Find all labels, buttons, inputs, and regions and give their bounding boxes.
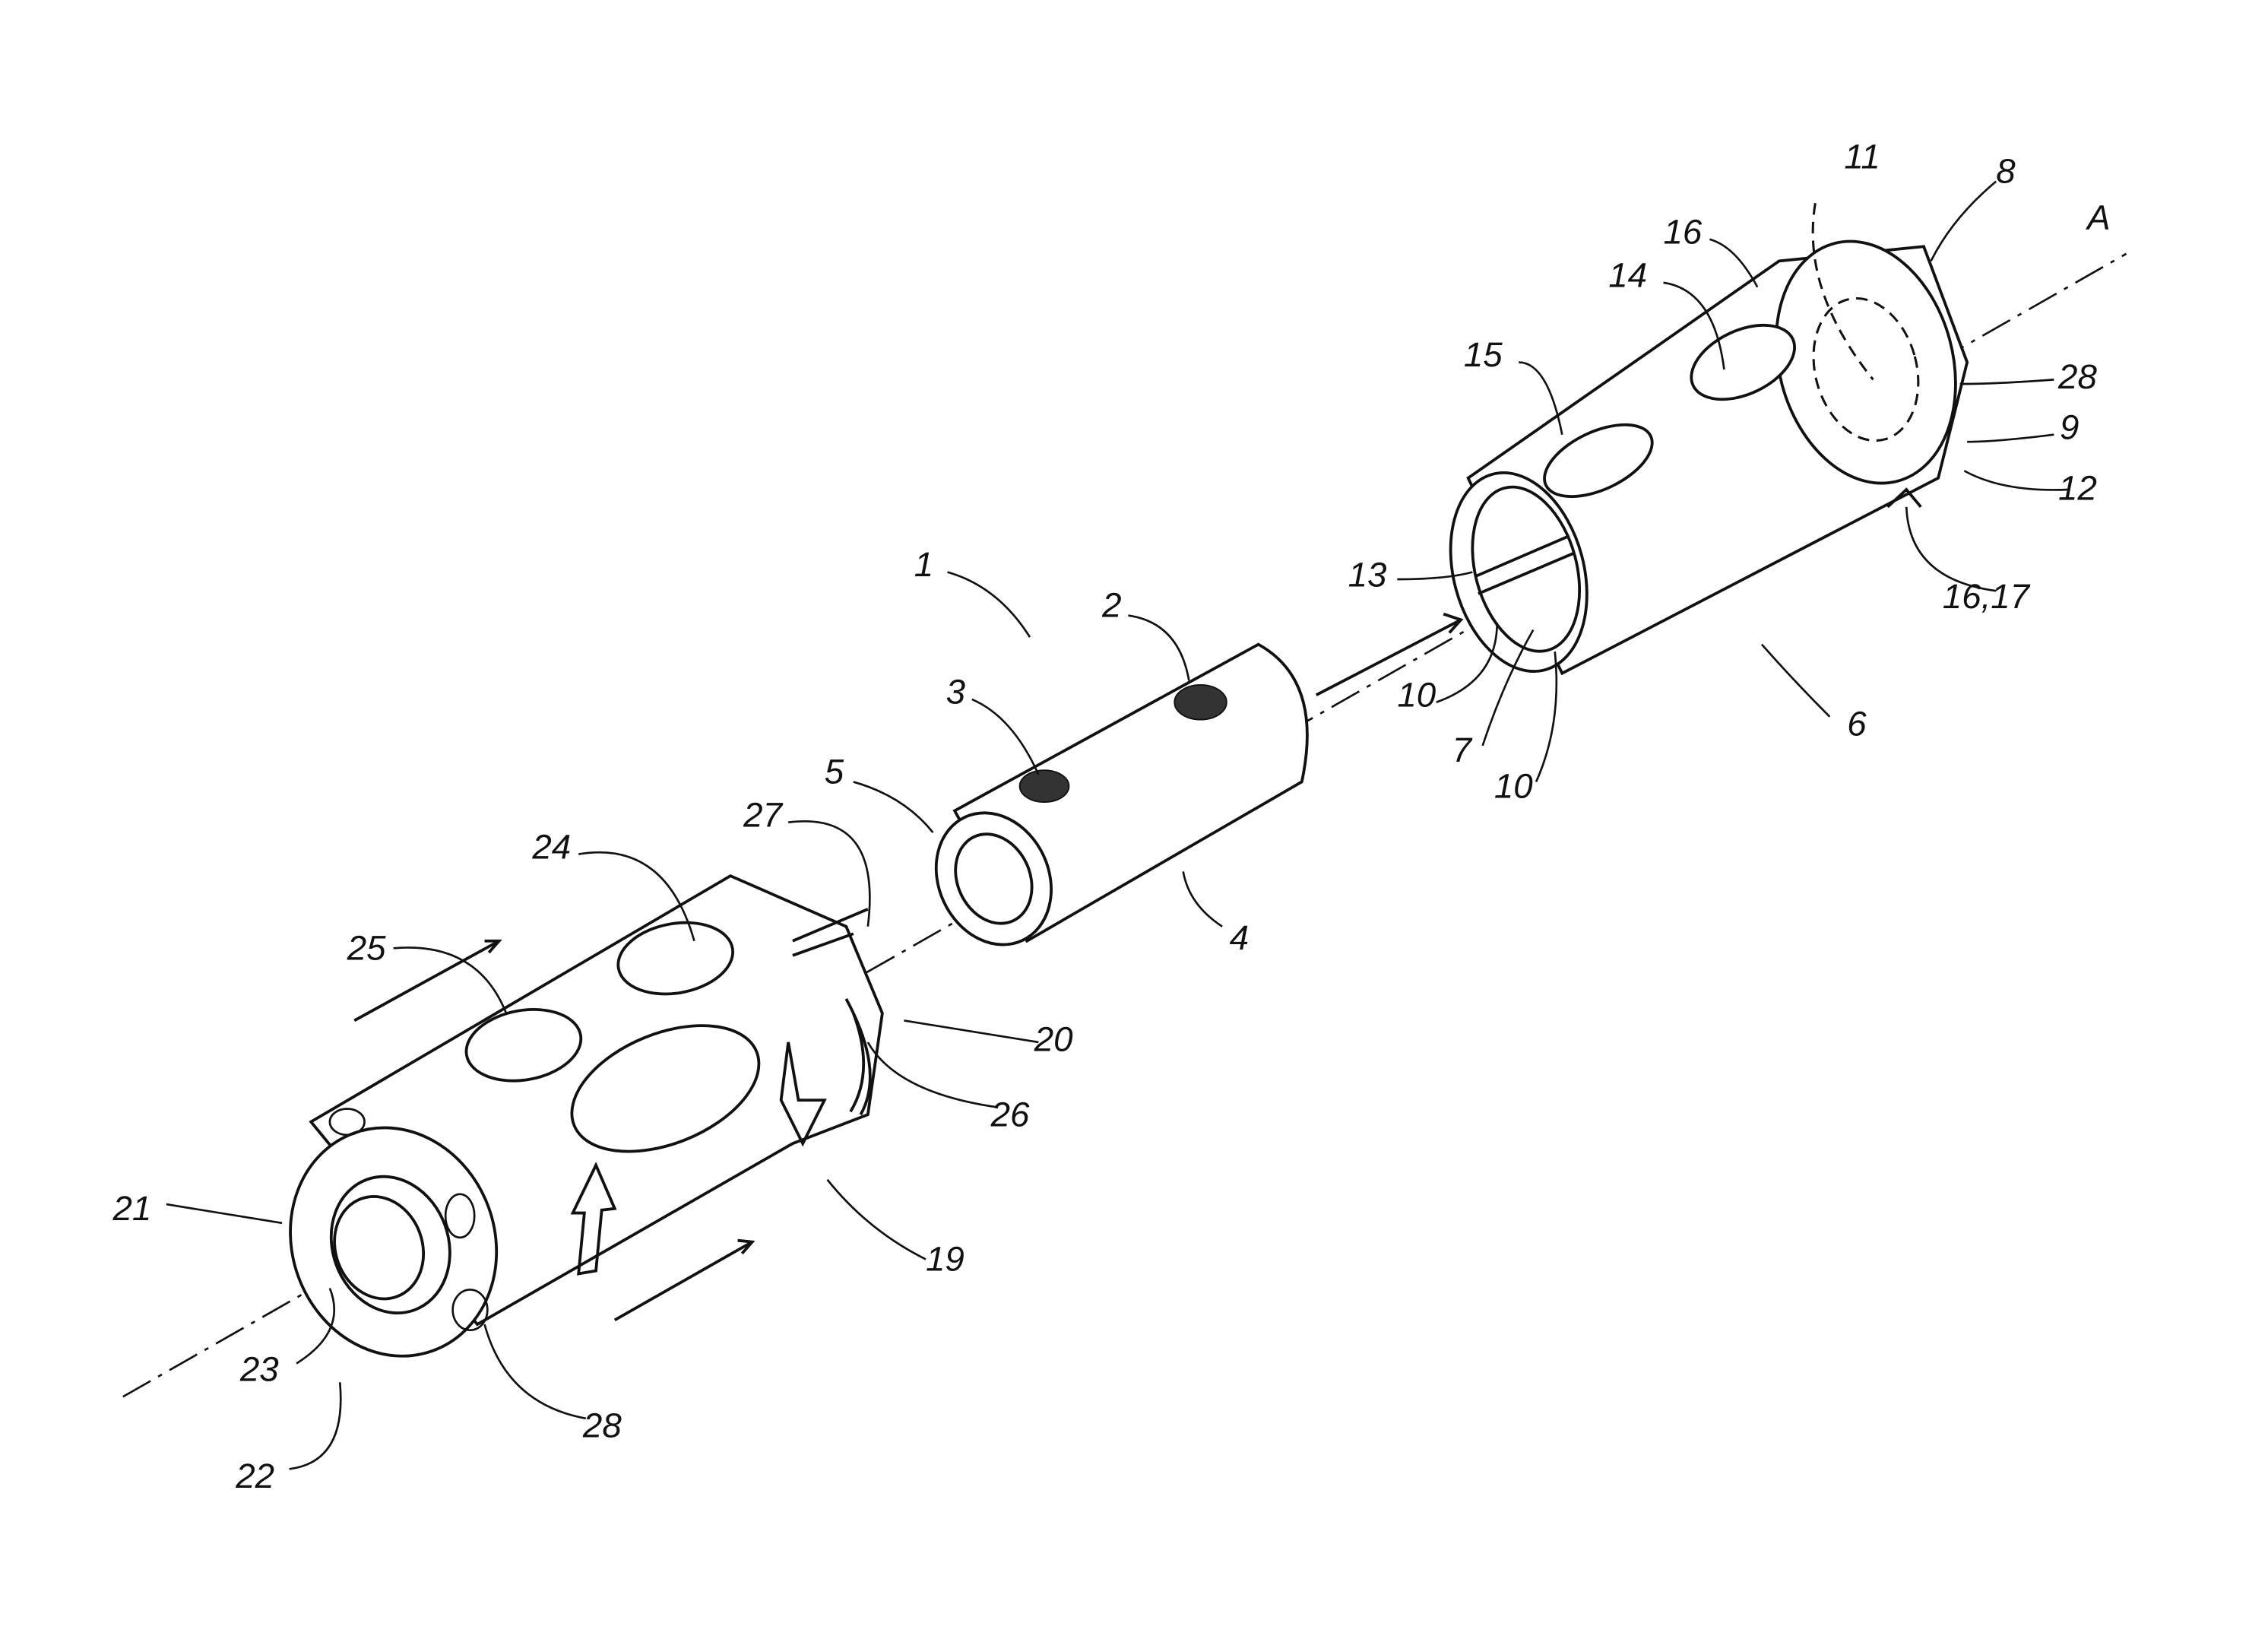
numeral: 23 [239, 1349, 279, 1388]
numeral: 4 [1230, 918, 1249, 957]
numeral: 9 [2060, 407, 2079, 446]
reference-numerals: 1 2 3 4 5 6 7 8 9 10 10 11 12 13 14 15 1… [112, 138, 2097, 1496]
numeral: 19 [926, 1240, 965, 1279]
numeral: 24 [531, 827, 571, 866]
numeral: 14 [1608, 256, 1647, 295]
numeral: 3 [946, 673, 965, 712]
numeral: 15 [1464, 335, 1503, 374]
numeral: 11 [1844, 138, 1880, 176]
leader-lines [166, 180, 2069, 1470]
bush-4 [934, 642, 1309, 946]
numeral: 20 [1034, 1019, 1073, 1058]
numeral: 16 [1664, 212, 1703, 251]
numeral: 28 [2057, 357, 2097, 396]
numeral: 16,17 [1943, 577, 2031, 616]
numeral: 5 [825, 752, 844, 791]
numeral: 13 [1348, 556, 1387, 594]
numeral: 27 [743, 795, 783, 834]
numeral: 6 [1847, 705, 1867, 743]
numeral: 26 [990, 1095, 1030, 1133]
numeral: 2 [1101, 585, 1121, 624]
numeral: 10 [1494, 766, 1533, 805]
numeral: 1 [914, 545, 933, 584]
numeral: 12 [2058, 468, 2097, 507]
numeral: 22 [235, 1457, 274, 1495]
axis-label: A [2085, 198, 2110, 236]
numeral: 21 [112, 1189, 151, 1228]
sleeve-19 [289, 873, 884, 1358]
numeral: 28 [582, 1406, 622, 1445]
numeral: 10 [1397, 675, 1436, 714]
cylinder-6 [1449, 202, 1969, 676]
numeral: 25 [347, 929, 386, 968]
numeral: 8 [1996, 152, 2016, 191]
numeral: 7 [1452, 731, 1473, 769]
